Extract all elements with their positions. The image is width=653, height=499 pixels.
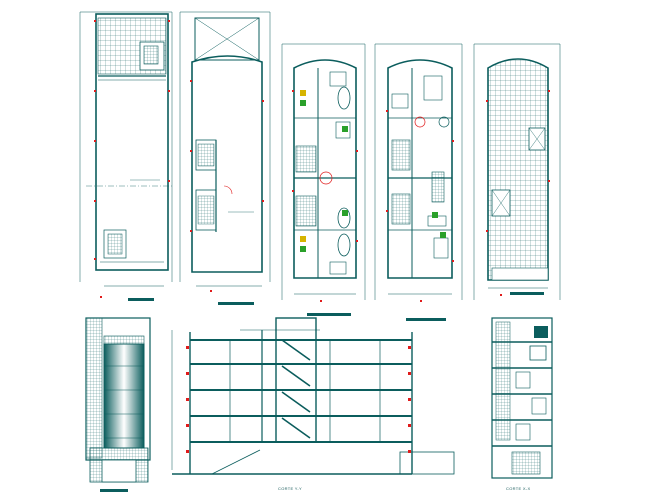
floor-plan-roof: [473, 43, 561, 300]
floor-plan-alternate: [374, 43, 463, 321]
section-x-x-title: CORTE X-X: [506, 486, 530, 491]
floor-plan-second: [179, 11, 271, 305]
floor-plan-typical: [281, 43, 366, 316]
section-y-y: [171, 317, 455, 475]
section-y-y-markers: [186, 346, 411, 453]
floor-plan-ground: [79, 11, 173, 301]
section-y-y-title: CORTE Y-Y: [278, 486, 302, 491]
front-elevation: [85, 317, 151, 492]
section-x-x: [491, 317, 553, 479]
dimension-markers: [94, 20, 550, 302]
